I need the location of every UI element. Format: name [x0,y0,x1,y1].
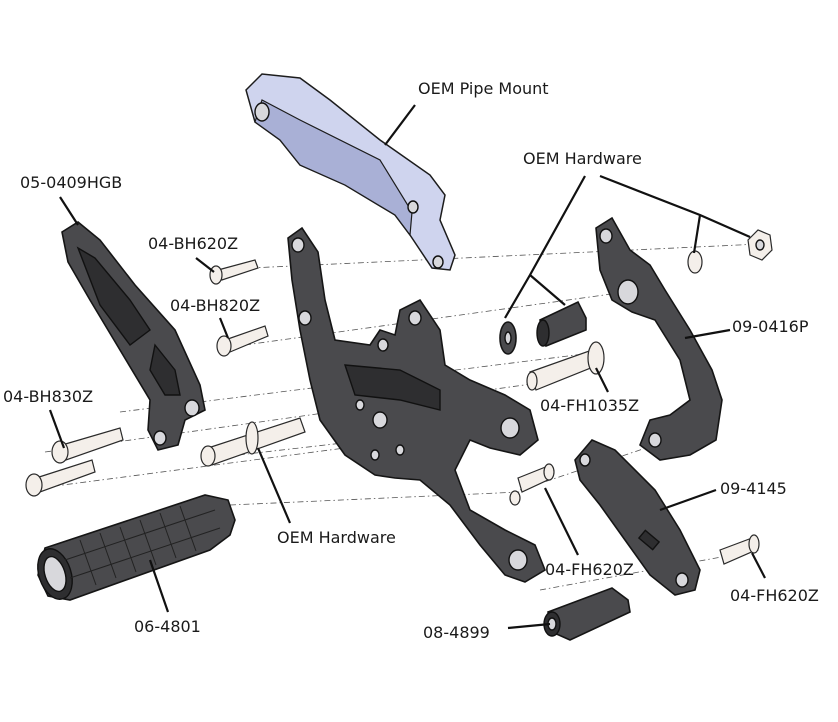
main-plate-rib [343,364,441,411]
axis-line-2 [244,289,641,346]
lever-hole [648,432,662,448]
link-arm-hole [675,572,689,588]
oem-washer-right [687,250,703,274]
heel-guard-hole [153,430,167,446]
main-plate-hole [500,417,520,439]
leader-04-bh830z [48,409,66,449]
link-arm-hole [579,453,591,467]
leader-06-4801 [148,559,170,613]
oem-pipe-mount-part [245,73,456,271]
axis-line-1 [249,243,761,269]
main-plate-hole [508,549,528,571]
leader-oem-hardware-top-d [692,214,702,254]
link-arm-part [574,439,701,596]
main-plate-hole [370,449,380,461]
heel-guard-cutout [149,343,181,396]
label-oem-pipe-mount: OEM Pipe Mount [418,79,549,98]
leader-oem-hardware-top-c [599,174,751,239]
link-arm-slot [637,529,661,551]
label-04-fh620z-right: 04-FH620Z [730,586,819,605]
leader-oem-hardware-top-b [529,274,566,306]
main-plate-hole [408,310,422,326]
pipe-mount-hole [254,102,270,122]
label-oem-hardware-top: OEM Hardware [523,149,642,168]
pipe-mount-hole [432,255,444,269]
heel-guard-cutout [76,246,151,346]
leader-04-fh620z-right [751,552,766,579]
label-09-0416p: 09-0416P [732,317,809,336]
main-plate-hole [291,237,305,253]
label-05-0409hgb: 05-0409HGB [20,173,123,192]
leader-oem-hardware-bottom [256,447,292,524]
leader-08-4899 [507,622,551,630]
lever-hole [617,279,639,305]
label-oem-hardware-bottom: OEM Hardware [277,528,396,547]
label-04-bh820z: 04-BH820Z [170,296,261,315]
leader-09-0416p [684,328,731,340]
leader-04-bh820z [218,317,230,339]
heel-guard-hole [184,399,200,417]
label-04-fh620z-center: 04-FH620Z [545,560,634,579]
label-04-bh830z: 04-BH830Z [3,387,94,406]
bolt-04-bh830z-lower [35,459,96,493]
spacer-08-4899-part [543,587,631,641]
lever-hole [599,228,613,244]
label-04-bh620z: 04-BH620Z [148,234,239,253]
leader-04-fh1035z [595,367,609,393]
leader-oem-hardware-top-a [504,175,586,319]
pipe-mount-hole [407,200,419,214]
label-06-4801: 06-4801 [134,617,201,636]
foot-peg-grip [64,505,221,586]
oem-hardware-set [499,229,773,355]
leader-04-bh620z [195,257,215,273]
label-04-fh1035z: 04-FH1035Z [540,396,640,415]
main-plate-hole [372,411,388,429]
main-plate-hole [355,399,365,411]
heel-guard-part [61,221,206,451]
leader-09-4145 [659,488,717,512]
main-plate-hole [395,444,405,456]
main-plate-hole [298,310,312,326]
foot-peg-bore [43,555,67,593]
label-08-4899: 08-4899 [423,623,490,642]
bolt-04-bh620z [217,259,259,281]
foot-peg-part [37,494,236,601]
leader-oem-pipe-mount [384,104,416,146]
leader-05-0409hgb [59,196,79,226]
leader-lines [48,104,766,630]
main-plate-part [287,226,546,583]
lever-part [595,216,723,461]
bolt-04-bh830z [61,427,124,461]
main-plate-hole [377,338,389,352]
axis-line-7 [229,491,521,506]
leader-04-fh620z-center [544,487,579,556]
label-09-4145: 09-4145 [720,479,787,498]
bolts [25,259,760,565]
